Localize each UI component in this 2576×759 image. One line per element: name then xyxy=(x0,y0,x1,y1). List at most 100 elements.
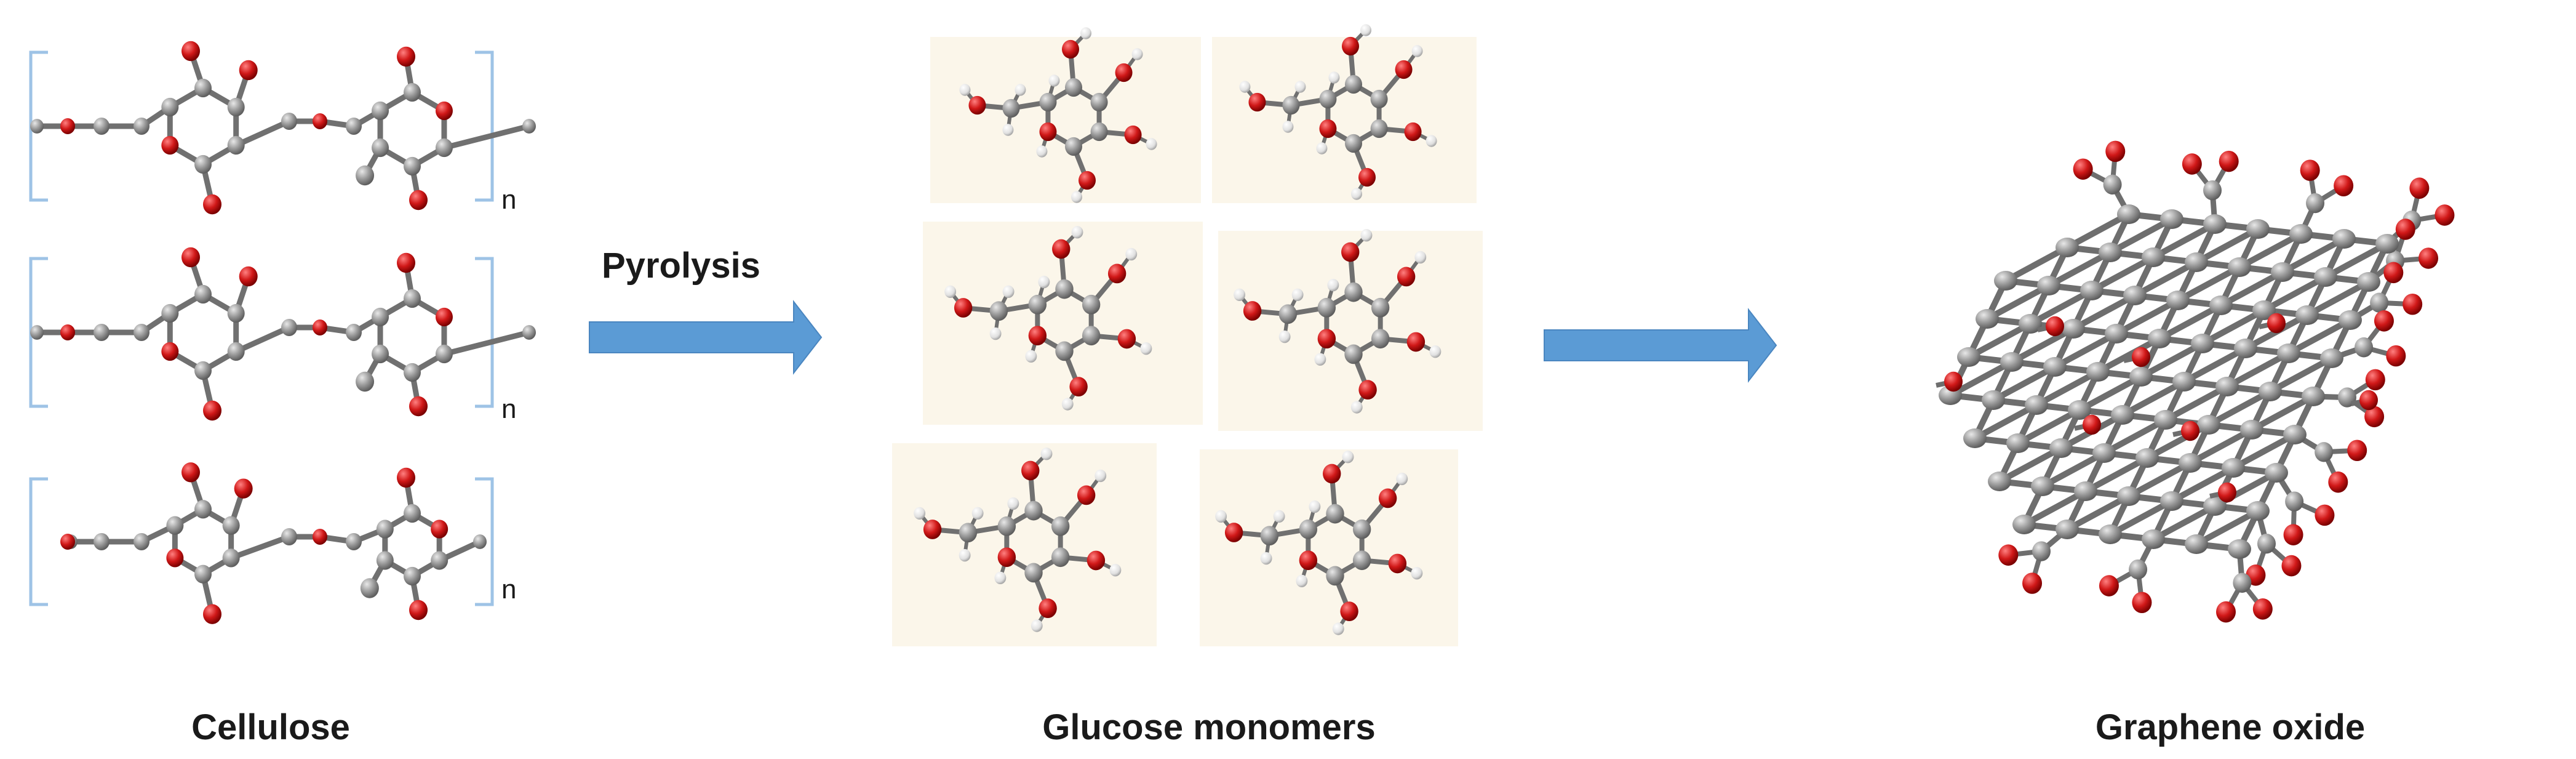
carbon-atom xyxy=(1299,519,1318,539)
oxygen-atom xyxy=(1944,371,1963,392)
carbon-atom xyxy=(1051,547,1070,568)
oxygen-atom xyxy=(181,462,200,483)
carbon-atom xyxy=(2032,541,2051,561)
bond xyxy=(2193,508,2261,547)
bond xyxy=(1972,402,2040,441)
bond xyxy=(2218,269,2286,308)
oxygen-atom xyxy=(1069,377,1088,397)
carbon-atom xyxy=(2314,267,2337,287)
hydrogen-atom xyxy=(1273,510,1285,523)
hydrogen-atom xyxy=(1291,288,1304,302)
hydrogen-atom xyxy=(1036,145,1048,158)
bond xyxy=(2009,326,2076,365)
bond xyxy=(2187,427,2255,466)
hydrogen-atom xyxy=(1314,353,1326,366)
hydrogen-atom xyxy=(1125,247,1138,261)
carbon-atom xyxy=(2295,305,2319,325)
oxygen-atom xyxy=(1039,122,1057,142)
carbon-atom xyxy=(404,566,421,586)
carbon-atom xyxy=(1065,78,1082,97)
hydrogen-atom xyxy=(1040,447,1053,460)
carbon-atom xyxy=(2320,348,2343,368)
pyrolysis-label: Pyrolysis xyxy=(602,246,760,286)
oxygen-atom xyxy=(2418,247,2439,269)
carbon-atom xyxy=(166,516,184,535)
carbon-atom xyxy=(2222,458,2245,478)
repeat-bracket xyxy=(475,50,494,202)
carbon-atom xyxy=(1982,390,2005,410)
carbon-atom xyxy=(1370,119,1388,139)
oxygen-atom xyxy=(313,529,327,545)
oxygen-atom xyxy=(1107,263,1127,284)
carbon-atom xyxy=(372,138,389,158)
oxygen-atom xyxy=(181,41,200,62)
carbon-atom xyxy=(1090,122,1108,142)
bond xyxy=(1984,283,2052,322)
carbon-atom xyxy=(2166,291,2190,310)
oxygen-atom xyxy=(1021,460,1040,481)
carbon-atom xyxy=(1371,329,1390,349)
carbon-atom xyxy=(1344,282,1363,302)
bond xyxy=(2021,488,2089,528)
carbon-atom xyxy=(989,301,1008,321)
oxygen-atom xyxy=(313,319,327,335)
carbon-atom xyxy=(2037,276,2060,295)
bond xyxy=(2064,211,2132,251)
carbon-atom xyxy=(2355,337,2374,358)
bond xyxy=(2107,498,2175,537)
oxygen-atom xyxy=(954,298,973,318)
carbon-atom xyxy=(194,500,212,519)
oxygen-atom xyxy=(60,534,75,550)
carbon-atom xyxy=(2086,362,2110,382)
oxygen-atom xyxy=(2364,406,2385,428)
monomer-panel xyxy=(930,37,1201,203)
carbon-atom xyxy=(2233,572,2252,593)
oxygen-atom xyxy=(1079,171,1096,190)
bond xyxy=(1990,364,2058,403)
carbon-atom xyxy=(161,97,179,117)
carbon-atom xyxy=(346,117,362,135)
carbon-atom xyxy=(2289,224,2313,244)
oxygen-atom xyxy=(397,467,415,488)
carbon-atom xyxy=(2228,539,2251,559)
oxygen-atom xyxy=(2434,204,2455,226)
hydrogen-atom xyxy=(1061,398,1074,411)
hydrogen-atom xyxy=(1015,84,1026,96)
oxygen-atom xyxy=(1117,329,1136,349)
bond xyxy=(2261,274,2329,313)
oxygen-atom xyxy=(2365,369,2385,391)
oxygen-atom xyxy=(2073,158,2093,180)
bond xyxy=(2175,264,2243,303)
hydrogen-atom xyxy=(1031,619,1043,632)
oxygen-atom xyxy=(1358,380,1377,400)
carbon-atom xyxy=(473,534,487,549)
carbon-atom xyxy=(1370,89,1388,109)
hydrogen-atom xyxy=(1025,350,1037,363)
hydrogen-atom xyxy=(989,327,1002,340)
bond xyxy=(1966,321,2033,360)
carbon-atom xyxy=(1957,347,1980,367)
oxygen-atom xyxy=(2386,345,2406,367)
carbon-atom xyxy=(2135,448,2159,468)
carbon-atom xyxy=(2259,382,2282,401)
oxygen-atom xyxy=(203,604,221,624)
carbon-atom xyxy=(1963,428,1987,448)
carbon-atom xyxy=(2228,257,2251,277)
hydrogen-atom xyxy=(959,548,971,562)
hydrogen-atom xyxy=(971,507,984,520)
repeat-bracket xyxy=(29,477,48,606)
carbon-atom xyxy=(404,504,421,523)
carbon-atom xyxy=(94,323,110,342)
carbon-atom xyxy=(435,138,453,158)
hydrogen-atom xyxy=(1411,566,1423,580)
oxygen-atom xyxy=(2216,601,2236,623)
oxygen-atom xyxy=(203,400,221,421)
hydrogen-atom xyxy=(1131,48,1143,60)
carbon-atom xyxy=(404,82,421,102)
hydrogen-atom xyxy=(1328,71,1340,84)
bond xyxy=(2286,317,2353,356)
carbon-atom xyxy=(134,323,150,342)
bond xyxy=(2119,379,2187,418)
oxygen-atom xyxy=(1395,60,1413,79)
carbon-atom xyxy=(522,119,536,134)
